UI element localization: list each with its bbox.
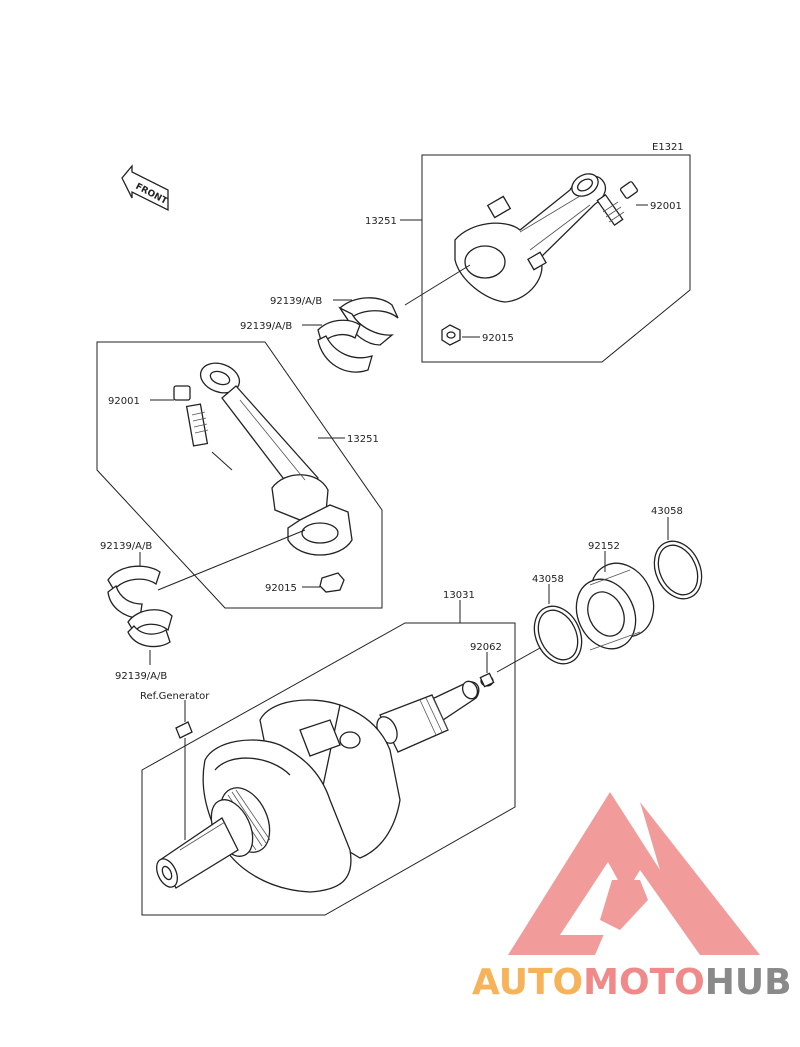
ring-left-part <box>533 605 583 665</box>
bolt-lower-part <box>173 385 209 447</box>
bearing-shells-lower <box>107 565 173 648</box>
crankshaft-part <box>156 680 480 893</box>
crankshaft-group: 13031 92062 <box>140 590 516 916</box>
label-plug: 92062 <box>470 642 502 653</box>
nut-lower-part <box>319 572 345 593</box>
watermark-logo <box>508 792 760 955</box>
label-crankshaft: 13031 <box>443 590 475 601</box>
label-bearing-a-upper: 92139/A/B <box>270 296 322 307</box>
ring-right-part <box>653 540 703 600</box>
watermark-text: AUTOMOTOHUB <box>472 962 792 1003</box>
front-arrow-icon: FRONT <box>121 164 170 212</box>
plug-part <box>479 672 495 688</box>
conrod-upper-part <box>454 173 607 303</box>
label-conrod-lower: 13251 <box>347 434 379 445</box>
label-seal: 92152 <box>588 541 620 552</box>
label-bearing-b-lower: 92139/A/B <box>115 671 167 682</box>
nut-upper-part <box>441 324 461 346</box>
bearing-shells-upper <box>317 297 399 373</box>
label-bearing-b-upper: 92139/A/B <box>240 321 292 332</box>
label-ring-right: 43058 <box>651 506 683 517</box>
lower-conrod-group: 92001 13251 92015 <box>96 341 383 609</box>
label-bearing-a-lower: 92139/A/B <box>100 541 152 552</box>
label-nut-upper: 92015 <box>482 333 514 344</box>
label-ref-generator: Ref.Generator <box>140 691 210 702</box>
label-ring-left: 43058 <box>532 574 564 585</box>
diagram-code: E1321 <box>652 142 684 153</box>
watermark-auto: AUTO <box>472 962 583 1003</box>
upper-conrod-group: 92001 92015 13251 <box>365 154 691 363</box>
label-bolt-upper: 92001 <box>650 201 682 212</box>
watermark-hub: HUB <box>705 962 792 1003</box>
bolt-upper-part <box>596 181 639 227</box>
watermark-moto: MOTO <box>583 962 705 1003</box>
front-label: FRONT <box>134 182 170 207</box>
seal-part <box>575 562 655 651</box>
generator-key-part <box>175 721 193 739</box>
label-nut-lower: 92015 <box>265 583 297 594</box>
conrod-cap-lower-part <box>287 504 353 556</box>
conrod-lower-part <box>199 362 329 521</box>
label-conrod-upper: 13251 <box>365 216 397 227</box>
label-bolt-lower: 92001 <box>108 396 140 407</box>
